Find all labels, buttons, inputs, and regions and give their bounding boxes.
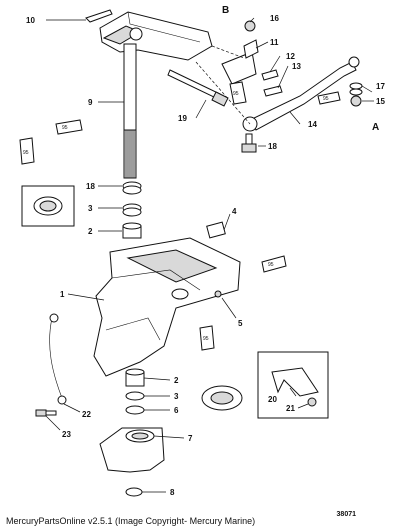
swivel-bracket	[93, 237, 241, 377]
grease-tube-95-b: 95	[19, 137, 35, 165]
drawing-number: 38071	[336, 511, 356, 518]
bolt-18-upper	[241, 133, 257, 153]
callout-5: 5	[238, 319, 243, 328]
bolts-12-13	[261, 69, 283, 97]
bushings-upper	[122, 181, 142, 239]
callout-21: 21	[286, 404, 295, 413]
callout-2-upper: 2	[88, 227, 93, 236]
steering-shaft	[123, 43, 137, 179]
callout-9: 9	[88, 98, 93, 107]
bracket-11	[221, 20, 259, 85]
callout-2-lower: 2	[174, 376, 179, 385]
bolt-19	[167, 69, 229, 107]
svg-text:95: 95	[323, 96, 329, 102]
steering-link-rod	[242, 56, 360, 132]
callout-12: 12	[286, 52, 295, 61]
callout-13: 13	[292, 62, 301, 71]
callout-3-upper: 3	[88, 204, 93, 213]
copyright-footer: MercuryPartsOnline v2.5.1 (Image Copyrig…	[6, 516, 256, 526]
svg-text:95: 95	[233, 91, 239, 97]
bracket-inset	[257, 351, 329, 419]
callout-18-upper: 18	[268, 142, 277, 151]
callout-18-lower: 18	[86, 182, 95, 191]
svg-text:95: 95	[268, 262, 274, 268]
seal-lower	[201, 385, 243, 411]
grease-tube-95-d: 95	[317, 91, 341, 105]
grease-fitting-5	[214, 290, 222, 298]
letter-b: B	[222, 5, 229, 16]
grease-tube-95-e: 95	[261, 255, 287, 273]
ring-8	[125, 487, 143, 497]
callout-22: 22	[82, 410, 91, 419]
callout-1: 1	[60, 290, 65, 299]
callout-7: 7	[188, 434, 193, 443]
callout-17: 17	[376, 82, 385, 91]
bushing-4	[206, 221, 226, 239]
grease-tube-95-f: 95	[199, 325, 215, 351]
callout-8: 8	[170, 488, 175, 497]
letter-a: A	[372, 122, 379, 133]
callout-4: 4	[232, 207, 237, 216]
grease-tube-95-c: 95	[229, 81, 247, 105]
svg-text:95: 95	[62, 125, 68, 131]
callout-19: 19	[178, 114, 187, 123]
washers-17-nut-15	[349, 82, 363, 107]
callout-labels: 10 9 19 16 11 12 13 14 17 15 18 18 3 2 4…	[26, 5, 385, 497]
callout-14: 14	[308, 120, 317, 129]
callout-23: 23	[62, 430, 71, 439]
svg-text:95: 95	[203, 336, 209, 342]
grease-tube-95-a: 95	[55, 119, 83, 135]
callout-15: 15	[376, 97, 385, 106]
callout-3-lower: 3	[174, 392, 179, 401]
screw-23	[35, 409, 57, 417]
leader-lines	[45, 17, 374, 493]
svg-text:95: 95	[23, 150, 29, 156]
callout-20: 20	[268, 395, 277, 404]
bushings-lower	[125, 368, 145, 415]
steering-arm-assembly	[85, 9, 213, 61]
lower-yoke	[99, 427, 165, 473]
callout-11: 11	[270, 38, 279, 47]
callout-6: 6	[174, 406, 179, 415]
callout-10: 10	[26, 16, 35, 25]
callout-16-top: 16	[270, 14, 279, 23]
ground-strap	[49, 313, 67, 405]
seal-inset	[21, 185, 75, 227]
